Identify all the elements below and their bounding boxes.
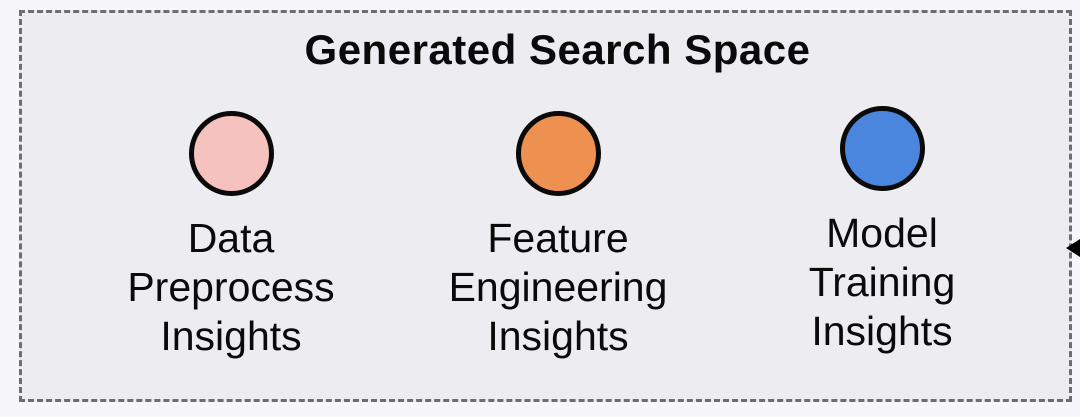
data-preprocess-circle-icon [188,111,274,196]
panel-title: Generated Search Space [304,26,811,73]
insight-item-model-training: Model Training Insights [732,106,1032,356]
label-line: Insights [160,313,302,359]
label-line: Preprocess [127,264,335,310]
insight-label-model-training: Model Training Insights [732,209,1032,356]
insight-label-data-preprocess: Data Preprocess Insights [81,214,381,361]
arrowhead-left-icon [1066,239,1080,257]
label-line: Feature [487,215,629,261]
label-line: Data [187,215,275,261]
label-line: Insights [487,313,629,359]
model-training-circle-icon [839,106,925,191]
insight-label-feature-engineering: Feature Engineering Insights [408,214,708,361]
label-line: Engineering [448,264,668,310]
generated-search-space-panel: Generated Search Space Data Preprocess I… [19,10,1072,402]
insight-item-data-preprocess: Data Preprocess Insights [81,111,381,361]
feature-engineering-circle-icon [515,111,601,196]
label-line: Model [826,210,938,256]
label-line: Insights [811,308,953,354]
label-line: Training [808,259,956,305]
insight-item-feature-engineering: Feature Engineering Insights [408,111,708,361]
